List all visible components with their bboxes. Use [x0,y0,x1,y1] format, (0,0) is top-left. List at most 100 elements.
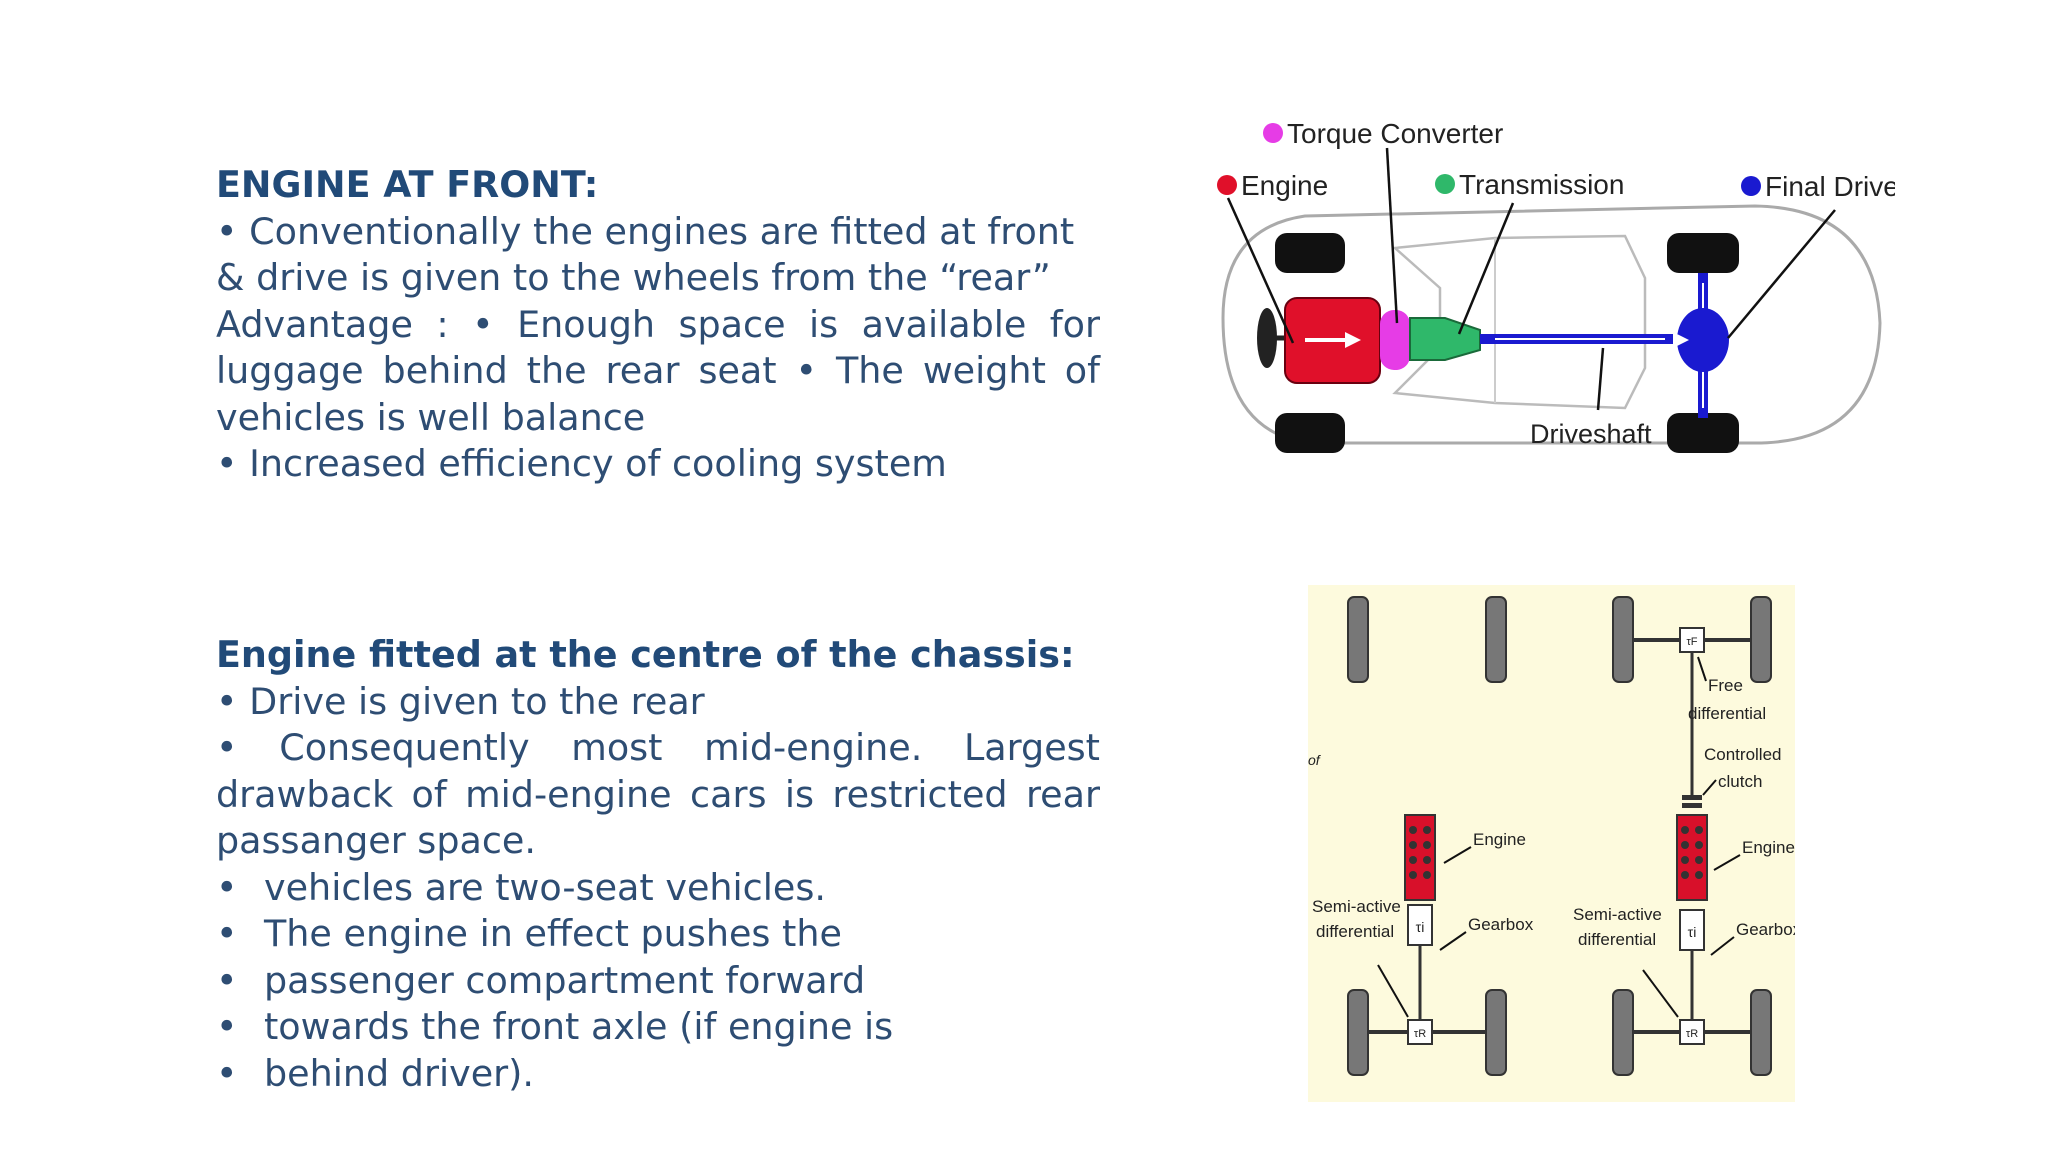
bullet-item: • The engine in effect pushes the [216,911,1100,958]
mid-engine-layout-diagram: of τi τR Engine Gearbox Semi-active diff… [1308,585,1795,1102]
transmission-label: Transmission [1459,169,1624,200]
wheel-front-right [1275,413,1345,453]
wheel-rear-right [1485,989,1507,1076]
engine-pointer [1713,854,1741,871]
wheel-rear-left [1347,989,1369,1076]
tau-r-symbol: τR [1414,1028,1426,1040]
torque-converter-label: Torque Converter [1287,118,1503,149]
paragraph-line: passanger space. [216,819,536,862]
front-engine-drivetrain-diagram: Torque Converter Engine Transmission Fin… [1217,118,1895,453]
gearbox-label: Gearbox [1468,915,1534,934]
controlled-label: Controlled [1704,745,1782,764]
paragraph-line: Advantage : • Enough space is available … [216,302,1100,346]
wheel-front-right [1750,596,1772,683]
paragraph-line: • Drive is given to the rear [216,679,705,723]
free-label: Free [1708,676,1743,695]
tau-f-symbol: τF [1686,636,1697,648]
semi-active-label: Semi-active [1312,897,1401,916]
bullet-text: towards the front axle (if engine is [264,1005,894,1048]
transmission-dot [1435,174,1455,194]
semi-active-pointer [1377,964,1409,1018]
rear-differential [1407,1019,1433,1045]
clutch-plate [1682,803,1702,808]
gearbox-pointer [1710,936,1735,956]
differential-label: differential [1578,930,1656,949]
bullet-item: • towards the front axle (if engine is [216,1004,1100,1051]
paragraph-line: & drive is given to the wheels from the … [216,256,1051,299]
free-differential-label: differential [1688,704,1766,723]
engine-block [1404,814,1436,901]
bullet-item: • passenger compartment forward [216,958,1100,1005]
paragraph-line: vehicles is well balance [216,395,646,439]
flow-arrow-head [1345,332,1361,348]
tau-i-symbol: τi [1688,924,1697,940]
paragraph-line: luggage behind the rear seat • The weigh… [216,349,1100,392]
final-drive-pointer [1727,209,1836,339]
bullet-text: The engine in effect pushes the [264,912,842,955]
wheel-front-right [1485,596,1507,683]
engine-pointer [1443,846,1472,864]
engine-label: Engine [1742,838,1795,857]
clutch-plate [1682,795,1702,800]
engine-front-heading: ENGINE AT FRONT: [216,163,599,206]
wheel-rear-left [1612,989,1634,1076]
transmission-pointer [1457,202,1515,335]
paragraph-line: drawback of mid-engine cars is restricte… [216,772,1100,816]
torque-converter-dot [1263,123,1283,143]
final-drive-dot [1741,176,1761,196]
engine-cylinders [1409,826,1431,879]
transmission-block [1409,317,1481,361]
driveshaft-pointer [1596,347,1605,411]
bullet-text: behind driver). [264,1051,535,1095]
engine-front-section: ENGINE AT FRONT: • Conventionally the en… [216,162,1100,488]
gearbox-block [1407,904,1433,946]
engine-label: Engine [1473,830,1526,849]
wheel-rear-left [1667,233,1739,273]
engine-cylinders [1681,826,1703,879]
tau-i-symbol: τi [1416,919,1425,935]
driveshaft-label: Driveshaft [1530,419,1652,449]
semi-active-pointer [1642,969,1679,1018]
flow-arrow-head [1673,332,1689,348]
free-differential-pointer [1697,656,1707,682]
bullet-dot: • [216,958,238,1002]
bullet-item: • vehicles are two-seat vehicles. [216,865,1100,912]
rear-differential [1679,1019,1705,1045]
engine-block [1676,814,1708,901]
clutch-label: clutch [1718,772,1762,791]
paragraph-line: • Conventionally the engines are fitted … [216,209,1075,253]
wheel-front-left [1347,596,1369,683]
engine-label: Engine [1241,170,1328,201]
clutch-pointer [1702,779,1717,796]
diagram-background [1308,585,1795,1102]
bullet-dot: • [216,865,238,909]
bullet-dot: • [216,1005,238,1048]
engine-pointer [1226,197,1295,344]
wheel-rear-right [1667,413,1739,453]
gearbox-block [1679,909,1705,951]
paragraph-line: • Consequently most mid-engine. Largest [216,726,1100,769]
torque-converter-pointer [1385,147,1399,324]
gearbox-pointer [1439,931,1467,951]
gearbox-label: Gearbox [1736,920,1795,939]
engine-centre-heading: Engine fitted at the centre of the chass… [216,633,1075,676]
engine-dot [1217,175,1237,195]
engine-centre-section: Engine fitted at the centre of the chass… [216,632,1100,1097]
bullet-dot: • [216,1051,238,1095]
front-differential [1679,627,1705,653]
final-drive-block [1677,308,1729,372]
bullet-item: • behind driver). [216,1051,1100,1098]
differential-label: differential [1316,922,1394,941]
bullet-text: passenger compartment forward [264,958,866,1002]
torque-converter-block [1380,310,1410,370]
tau-r-symbol: τR [1686,1028,1698,1040]
wheel-rear-right [1750,989,1772,1076]
wheel-front-left [1612,596,1634,683]
bullet-dot: • [216,912,238,955]
wheel-front-left [1275,233,1345,273]
semi-active-label: Semi-active [1573,905,1662,924]
bullet-text: vehicles are two-seat vehicles. [264,865,826,909]
car-body-outline [1221,204,1882,445]
final-drive-label: Final Drive [1765,171,1895,202]
cropped-text-fragment: of [1308,752,1322,768]
